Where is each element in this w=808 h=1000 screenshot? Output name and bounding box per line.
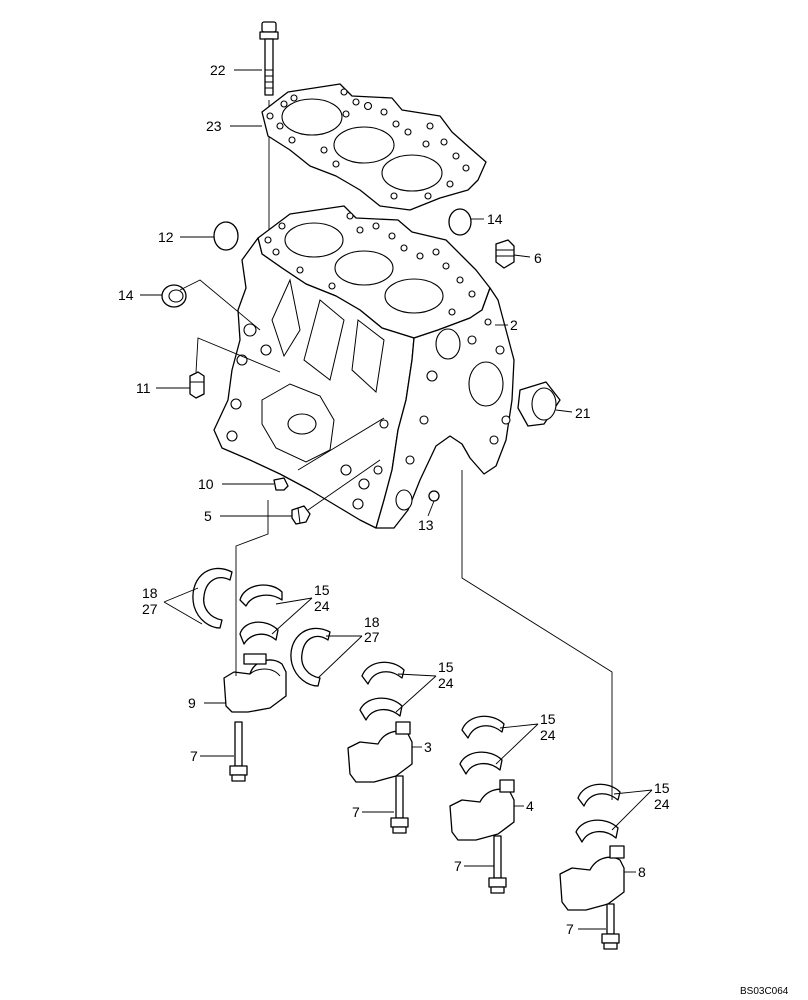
label-7-a: 7 xyxy=(190,748,198,764)
cap-bolt-7b xyxy=(390,775,409,834)
label-21: 21 xyxy=(575,405,591,421)
label-24-set2: 24 xyxy=(438,675,454,691)
seal-leader-line xyxy=(179,279,261,331)
leader-lines xyxy=(140,69,653,930)
label-2: 2 xyxy=(510,317,518,333)
main-bearing-cap-4 xyxy=(449,779,515,841)
alignment-line-right xyxy=(461,470,613,800)
thrust-washer-right xyxy=(290,627,331,687)
main-bearing-cap-8 xyxy=(559,845,625,911)
plug-13 xyxy=(428,490,440,502)
head-gasket xyxy=(261,83,487,211)
label-10: 10 xyxy=(198,476,214,492)
bearing-shell-2 xyxy=(359,661,405,721)
main-bearing-cap-9 xyxy=(223,653,287,713)
cap-bolt-7a xyxy=(229,721,248,782)
cylinder-block xyxy=(213,205,515,529)
expansion-plug-12 xyxy=(213,221,239,251)
cap-bolt-7d xyxy=(601,903,620,950)
label-7-d: 7 xyxy=(566,921,574,937)
label-27-left: 27 xyxy=(142,601,158,617)
label-8: 8 xyxy=(638,864,646,880)
plug-10 xyxy=(273,477,289,491)
label-14-left: 14 xyxy=(118,287,134,303)
head-bolt xyxy=(259,21,279,96)
alignment-line-left xyxy=(235,500,269,676)
label-15-set3: 15 xyxy=(540,711,556,727)
label-22: 22 xyxy=(210,62,226,78)
label-24-set1: 24 xyxy=(314,598,330,614)
bushing-21 xyxy=(517,381,561,427)
main-bearing-cap-3 xyxy=(347,721,413,783)
label-23: 23 xyxy=(206,118,222,134)
drawing-code: BS03C064 xyxy=(740,986,789,997)
part-labels: 22 23 12 14 6 14 2 11 21 10 5 13 18 27 1… xyxy=(118,62,670,937)
label-15-set4: 15 xyxy=(654,780,670,796)
label-27-right: 27 xyxy=(364,629,380,645)
label-3: 3 xyxy=(424,739,432,755)
bearing-shell-3 xyxy=(459,715,505,775)
label-7-b: 7 xyxy=(352,804,360,820)
label-24-set3: 24 xyxy=(540,727,556,743)
plug-11 xyxy=(189,371,205,399)
label-18-right: 18 xyxy=(364,614,380,630)
plug10-alignment-line xyxy=(297,417,385,471)
plug5-alignment-line xyxy=(307,459,381,511)
bearing-shell-upper-1 xyxy=(239,584,283,645)
cap-bolt-7c xyxy=(488,835,507,894)
thrust-washer-left xyxy=(192,567,233,629)
oil-seal-14-left xyxy=(161,284,187,308)
label-4: 4 xyxy=(526,798,534,814)
expansion-plug-14-right xyxy=(448,208,472,236)
label-6: 6 xyxy=(534,250,542,266)
label-15-set1: 15 xyxy=(314,582,330,598)
label-18-left: 18 xyxy=(142,585,158,601)
label-15-set2: 15 xyxy=(438,659,454,675)
breather-6 xyxy=(495,239,515,269)
label-9: 9 xyxy=(188,695,196,711)
plug-leader-line xyxy=(195,337,281,373)
label-11: 11 xyxy=(136,380,151,396)
bearing-shell-4 xyxy=(575,783,621,843)
label-14-right: 14 xyxy=(487,211,503,227)
label-13: 13 xyxy=(418,517,434,533)
label-7-c: 7 xyxy=(454,858,462,874)
label-5: 5 xyxy=(204,508,212,524)
label-24-set4: 24 xyxy=(654,796,670,812)
plug-5 xyxy=(291,505,311,525)
label-12: 12 xyxy=(158,229,174,245)
